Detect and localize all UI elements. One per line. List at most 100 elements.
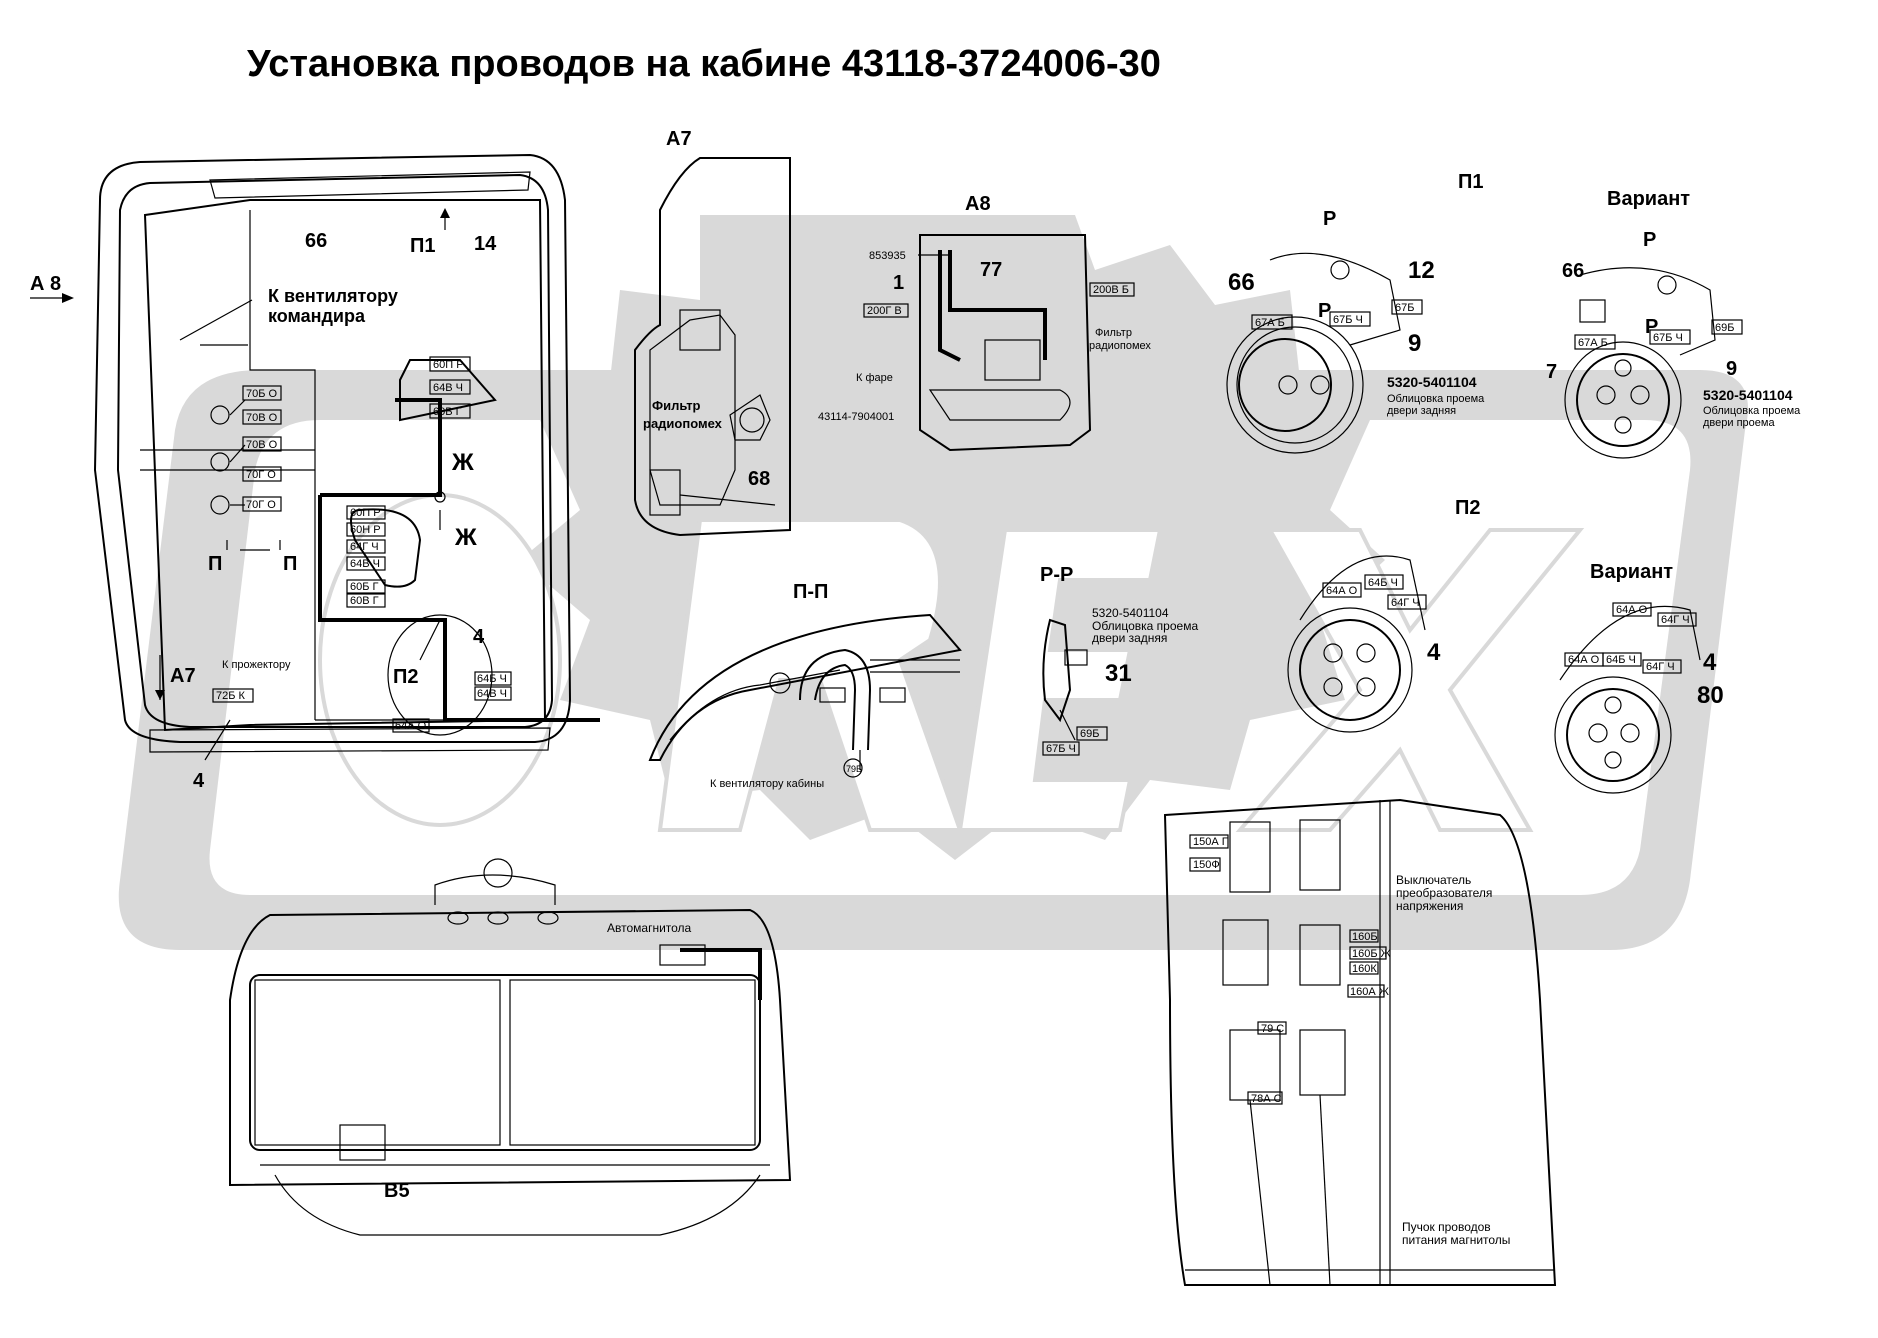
panel-switch-1: Выключатель xyxy=(1396,873,1471,887)
a8-part: 43114-7904001 xyxy=(818,411,894,423)
tag-70b-o: 70Б О xyxy=(246,388,278,400)
variant-1-view: Вариант Р Р 66 67А Б 67Б Ч 69Б 7 9 5320-… xyxy=(1546,188,1801,459)
tag-64v-ch-top: 64В Ч xyxy=(433,382,463,394)
variant1-66: 66 xyxy=(1562,260,1584,282)
p1-desc-1: Облицовка проема xyxy=(1387,393,1485,405)
variant1-7: 7 xyxy=(1546,361,1557,383)
cabin-top-view: А 8 66 П1 14 К вентилятору командира 70Б… xyxy=(30,153,600,792)
label-p-right: П xyxy=(283,553,297,575)
variant1-tag-67a-b: 67А Б xyxy=(1578,337,1608,349)
panel-bundle-1: Пучок проводов xyxy=(1402,1220,1491,1234)
a8-853935: 853935 xyxy=(869,250,906,262)
tag-64v-ch: 64В Ч xyxy=(350,558,380,570)
p1-part: 5320-5401104 xyxy=(1387,374,1477,390)
panel-tag-160k: 160К xyxy=(1352,963,1377,975)
diagram-title: Установка проводов на кабине 43118-37240… xyxy=(247,43,1161,85)
variant1-9: 9 xyxy=(1726,358,1737,380)
p2-tag-64g-ch: 64Г Ч xyxy=(1391,597,1420,609)
front-v5-label: В5 xyxy=(384,1180,410,1202)
variant1-r2: Р xyxy=(1645,316,1658,338)
p2-4: 4 xyxy=(1427,639,1441,666)
p1-view: П1 Р Р 66 12 67А Б 67Б Ч 67Б 9 5320-5401… xyxy=(1226,171,1485,454)
variant1-tag-67b-ch: 67Б Ч xyxy=(1653,332,1683,344)
variant1-title: Вариант xyxy=(1607,188,1690,210)
tags-block-connector: 60П Р 60Н Р 64Г Ч 64В Ч 60Б Г 60В Г xyxy=(346,505,386,608)
variant2-tag-64g: 64Г Ч xyxy=(1646,661,1675,673)
panel-bundle-2: питания магнитолы xyxy=(1402,1233,1510,1247)
tag-70v-o-1: 70В О xyxy=(246,412,278,424)
tag-64b-ch: 64Б Ч xyxy=(477,673,507,685)
tag-72b-k: 72Б К xyxy=(216,690,246,702)
watermark-frame xyxy=(118,370,1748,950)
panel-tag-79-s: 79 С xyxy=(1261,1023,1284,1035)
panel-tag-160a-zh: 160А Ж xyxy=(1350,986,1389,998)
label-p1: П1 xyxy=(410,235,436,257)
label-zh-1: Ж xyxy=(451,449,474,476)
p1-tag-67b: 67Б xyxy=(1395,302,1414,314)
pp-to-fan: К вентилятору кабины xyxy=(710,778,824,790)
a7-filter-1: Фильтр xyxy=(652,398,701,413)
variant2-tag-64a-o: 64А О xyxy=(1616,604,1648,616)
p2-tag-64a-o: 64А О xyxy=(1326,585,1358,597)
variant1-r1: Р xyxy=(1643,229,1656,251)
a8-filter-1: Фильтр xyxy=(1095,327,1132,339)
tag-60n-r: 60Н Р xyxy=(350,524,381,536)
rr-tag-69b: 69Б xyxy=(1080,728,1099,740)
watermark xyxy=(118,215,1748,950)
label-66: 66 xyxy=(305,230,327,252)
label-to-projector: К прожектору xyxy=(222,659,291,671)
panel-tag-160b: 160Б xyxy=(1352,931,1378,943)
a8-filter-2: радиопомех xyxy=(1089,340,1151,352)
variant2-80: 80 xyxy=(1697,682,1724,709)
label-zh-2: Ж xyxy=(454,524,477,551)
variant2-tag-64a: 64А О xyxy=(1568,654,1600,666)
label-a8: А 8 xyxy=(30,273,61,295)
cabin-callout-ellipse xyxy=(387,614,493,736)
a8-label-77: 77 xyxy=(980,259,1002,281)
p1-tag-67b-ch: 67Б Ч xyxy=(1333,314,1363,326)
p2-tag-64b-ch: 64Б Ч xyxy=(1368,577,1398,589)
variant2-tag-64b: 64Б Ч xyxy=(1606,654,1636,666)
label-a7-left: А7 xyxy=(170,665,196,687)
a8-title: А8 xyxy=(965,193,991,215)
tag-70v-o-2: 70В О xyxy=(246,439,278,451)
variant1-part: 5320-5401104 xyxy=(1703,387,1793,403)
label-fan-commander-1: К вентилятору xyxy=(268,286,398,306)
p2-view: П2 64А О 64Б Ч 64Г Ч 4 xyxy=(1287,497,1481,733)
rr-desc-2: двери задняя xyxy=(1092,631,1167,645)
tag-60p-r: 60П Р xyxy=(350,507,381,519)
p1-9: 9 xyxy=(1408,330,1421,357)
tags-left-connectors: 70Б О 70В О 70В О 70Г О 70Г О xyxy=(242,385,282,512)
p1-r2: Р xyxy=(1318,300,1331,322)
tag-60v-g: 60В Г xyxy=(350,595,379,607)
a8-label-1: 1 xyxy=(893,272,904,294)
tags-top-connector: 60П Р 64В Ч 60В Г xyxy=(429,356,471,419)
label-p-left: П xyxy=(208,553,222,575)
a8-view: А8 853935 77 1 200В Б 200Г В Фильтр ради… xyxy=(818,193,1151,452)
rr-title: Р-Р xyxy=(1040,564,1073,586)
a7-filter-2: радиопомех xyxy=(643,416,723,431)
label-4-bottom: 4 xyxy=(193,770,205,792)
rr-part: 5320-5401104 xyxy=(1092,606,1169,620)
label-p2: П2 xyxy=(393,666,419,688)
a8-tag-200g-v: 200Г В xyxy=(867,305,902,317)
p1-12: 12 xyxy=(1408,257,1435,284)
cabin-front-view: Автомагнитола В5 xyxy=(229,858,792,1236)
panel-switch-2: преобразователя xyxy=(1396,886,1492,900)
p1-desc-2: двери задняя xyxy=(1387,405,1456,417)
tag-70g-o-2: 70Г О xyxy=(246,499,276,511)
a8-to-headlight: К фаре xyxy=(856,372,893,384)
rr-tag-67b-ch: 67Б Ч xyxy=(1046,743,1076,755)
tag-60b-g: 60Б Г xyxy=(350,581,379,593)
variant1-desc-1: Облицовка проема xyxy=(1703,405,1801,417)
a7-title: А7 xyxy=(666,128,692,150)
tag-64g-ch: 64Г Ч xyxy=(350,541,379,553)
watermark-letter-e xyxy=(957,528,1163,832)
pp-79b: 79Б xyxy=(846,764,862,774)
variant1-desc-2: двери проема xyxy=(1703,417,1775,429)
variant2-tag-64g-ch-top: 64Г Ч xyxy=(1661,614,1690,626)
label-4-right: 4 xyxy=(473,626,485,648)
rr-view: Р-Р 5320-5401104 Облицовка проема двери … xyxy=(1040,564,1198,756)
